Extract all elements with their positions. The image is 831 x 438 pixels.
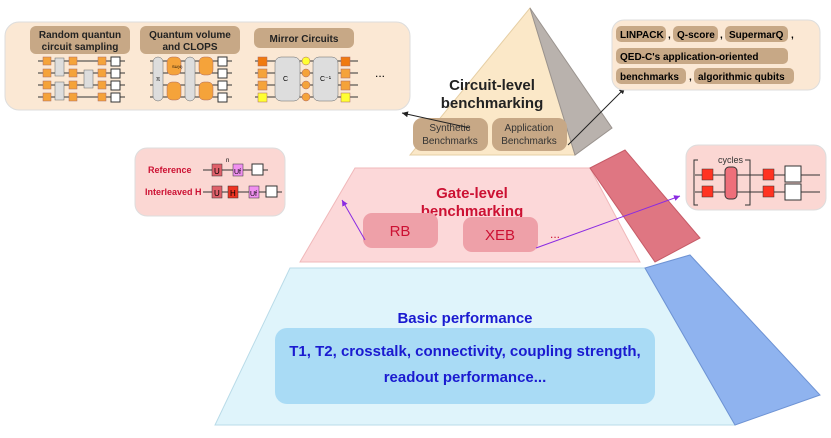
application-l2: Benchmarks — [501, 136, 557, 147]
su4-label: SU(4) — [172, 64, 183, 69]
examples-ellipsis: ... — [375, 66, 385, 80]
arrow-to-application-list — [567, 87, 626, 146]
comma: , — [668, 30, 671, 41]
pi-label: π — [156, 77, 160, 83]
rcs-l2: circuit sampling — [42, 42, 119, 53]
gate-ellipsis: ... — [550, 227, 560, 241]
arrow-to-circuit-examples — [401, 111, 471, 129]
application-l1: Application — [505, 123, 554, 134]
xeb-box — [463, 217, 538, 252]
synthetic-l1: Synthetic — [429, 123, 470, 134]
rb-circuit-box: Reference Interleaved H U Uf n U H Uf — [134, 147, 286, 217]
interleaved-label: Interleaved H — [145, 187, 202, 197]
qedc: QED-C's application-oriented — [620, 52, 759, 63]
n-exponent: n — [226, 158, 229, 164]
rcs-l1: Random quantun — [39, 30, 121, 41]
linpack: LINPACK — [620, 30, 664, 41]
qscore: Q-score — [677, 30, 715, 41]
cycles-label: cycles — [718, 155, 744, 165]
uf-gate: Uf — [234, 169, 241, 176]
qv-l2: and CLOPS — [162, 42, 217, 53]
xeb-label: XEB — [485, 227, 515, 244]
arrow-to-xeb-circuit — [535, 195, 681, 249]
application-benchmarks-box: LINPACK , Q-score , SupermarQ , QED-C's … — [611, 19, 821, 91]
circuit-title-2: benchmarking — [441, 95, 544, 112]
basic-title: Basic performance — [397, 310, 532, 327]
circuit-level-tier: Circuit-level benchmarking Synthetic Ben… — [408, 6, 613, 156]
basic-performance-tier: Basic performance T1, T2, crosstalk, con… — [214, 254, 821, 426]
rb-box — [363, 213, 438, 248]
basic-line1: T1, T2, crosstalk, connectivity, couplin… — [289, 343, 640, 360]
comma: , — [689, 72, 692, 83]
cinv-label: C⁻¹ — [320, 76, 332, 83]
xeb-circuit-box: cycles — [685, 144, 827, 211]
algorithmic-qubits: algorithmic qubits — [698, 72, 785, 83]
arrow-to-rb-circuit — [341, 199, 366, 241]
basic-line2: readout performance... — [384, 369, 547, 386]
circuit-title-1: Circuit-level — [449, 77, 535, 94]
gate-title-2: benchmarking — [421, 203, 524, 220]
h-gate: H — [230, 189, 236, 198]
basic-metrics-box — [275, 328, 655, 404]
supermarq: SupermarQ — [729, 30, 784, 41]
mirror-label: Mirror Circuits — [270, 34, 339, 45]
uf-gate: Uf — [250, 191, 257, 198]
gate-level-tier: Gate-level benchmarking RB XEB ... — [299, 149, 701, 263]
benchmarks: benchmarks — [620, 72, 679, 83]
application-box — [492, 118, 567, 151]
synthetic-l2: Benchmarks — [422, 136, 478, 147]
u-gate: U — [214, 167, 220, 176]
circuit-examples-box: Random quantun circuit sampling Quantum … — [4, 21, 411, 111]
comma: , — [791, 30, 794, 41]
c-label: C — [283, 76, 288, 83]
qv-l1: Quantum volume — [149, 30, 231, 41]
u-gate: U — [214, 189, 220, 198]
rb-label: RB — [390, 223, 411, 240]
synthetic-box — [413, 118, 488, 151]
gate-title-1: Gate-level — [436, 185, 508, 202]
reference-label: Reference — [148, 165, 192, 175]
comma: , — [720, 30, 723, 41]
